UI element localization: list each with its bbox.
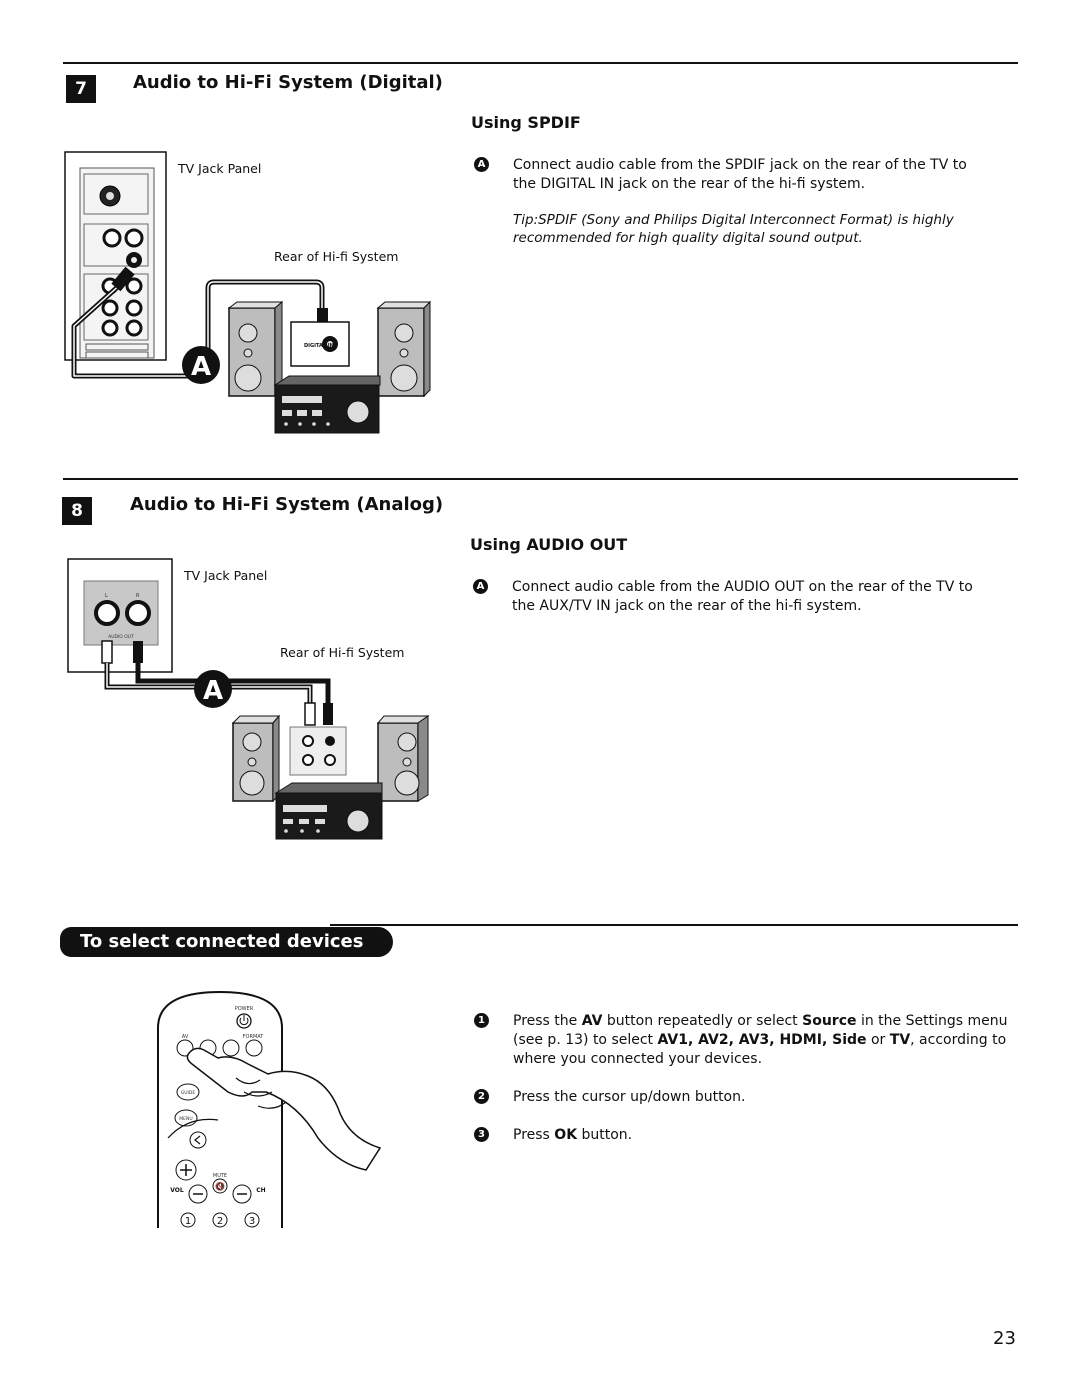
select-section-rule [330, 924, 1018, 926]
section-7-hifi-label: Rear of Hi-fi System [274, 249, 399, 264]
mute-icon: 🔇 [215, 1181, 225, 1191]
section-8-callout-letter: A [203, 676, 223, 706]
digit-2-label: 2 [217, 1216, 223, 1227]
page-number: 23 [993, 1328, 1016, 1349]
digit-1-label: 1 [185, 1216, 191, 1227]
section-8-title: Audio to Hi-Fi System (Analog) [130, 494, 444, 515]
select-step-3-text: Press OK button. [513, 1127, 633, 1143]
select-step-1-marker: 1 [474, 1013, 489, 1028]
section-7-top-rule [63, 62, 1018, 64]
select-step-3-marker: 3 [474, 1127, 489, 1142]
section-8-callout [194, 670, 232, 708]
pointing-hand-icon [186, 1047, 382, 1171]
guide-label: GUIDE [181, 1090, 196, 1096]
digital-in-panel [290, 321, 350, 367]
select-step-2-text: Press the cursor up/down button. [513, 1089, 746, 1105]
mute-label: MUTE [213, 1173, 227, 1179]
format-button [245, 1039, 263, 1057]
stop-button [222, 1039, 240, 1057]
section-7-diagram: A DIGITAL IN [64, 151, 432, 434]
section-8-step-text: Connect audio cable from the AUDIO OUT o… [512, 579, 973, 614]
jack-r-label: R [136, 593, 140, 599]
digit-2-button [212, 1212, 228, 1228]
section-8-diagram: L R AUDIO OUT A [67, 558, 430, 840]
hifi-receiver-icon [275, 792, 383, 840]
digit-1-button [180, 1212, 196, 1228]
select-step-1-text: Press the AV button repeatedly or select… [513, 1013, 1008, 1067]
digit-3-label: 3 [249, 1216, 255, 1227]
section-8-number: 8 [62, 497, 92, 525]
section-7-number: 7 [66, 75, 96, 103]
av-label: AV [182, 1034, 189, 1040]
power-label: POWER [235, 1006, 254, 1012]
vol-label: VOL [170, 1187, 184, 1194]
digital-in-label: DIGITAL IN [304, 343, 334, 349]
section-7-callout [182, 346, 220, 384]
section-7-step-text: Connect audio cable from the SPDIF jack … [513, 157, 967, 192]
ch-label: CH [256, 1187, 265, 1194]
section-7-callout-letter: A [191, 352, 211, 382]
guide-button [176, 1083, 200, 1101]
section-7-subtitle: Using SPDIF [471, 113, 581, 132]
section-8-subtitle: Using AUDIO OUT [470, 535, 628, 554]
section-7-title: Audio to Hi-Fi System (Digital) [133, 72, 443, 93]
section-7-tv-label: TV Jack Panel [178, 161, 262, 176]
section-8-step-marker: A [473, 579, 488, 594]
section-8-hifi-label: Rear of Hi-fi System [280, 645, 405, 660]
section-7-step-marker: A [474, 157, 489, 172]
cursor-left-button [189, 1131, 207, 1149]
aux-in-panel [289, 726, 347, 776]
menu-label: MENU [179, 1116, 192, 1122]
select-devices-banner: To select connected devices [60, 927, 393, 957]
audio-out-label: AUDIO OUT [108, 634, 134, 640]
format-label: FORMAT [243, 1034, 265, 1040]
jack-l-label: L [105, 593, 108, 599]
select-step-2-marker: 2 [474, 1089, 489, 1104]
remote-control-diagram: POWER AV FORMAT GUIDE MENU MUTE 🔇 VOL CH… [157, 990, 382, 1228]
section-8-top-rule [63, 478, 1018, 480]
digit-3-button [244, 1212, 260, 1228]
section-7-tip: Tip:SPDIF (Sony and Philips Digital Inte… [513, 212, 954, 246]
mute-button [212, 1178, 228, 1194]
section-8-tv-label: TV Jack Panel [184, 568, 268, 583]
